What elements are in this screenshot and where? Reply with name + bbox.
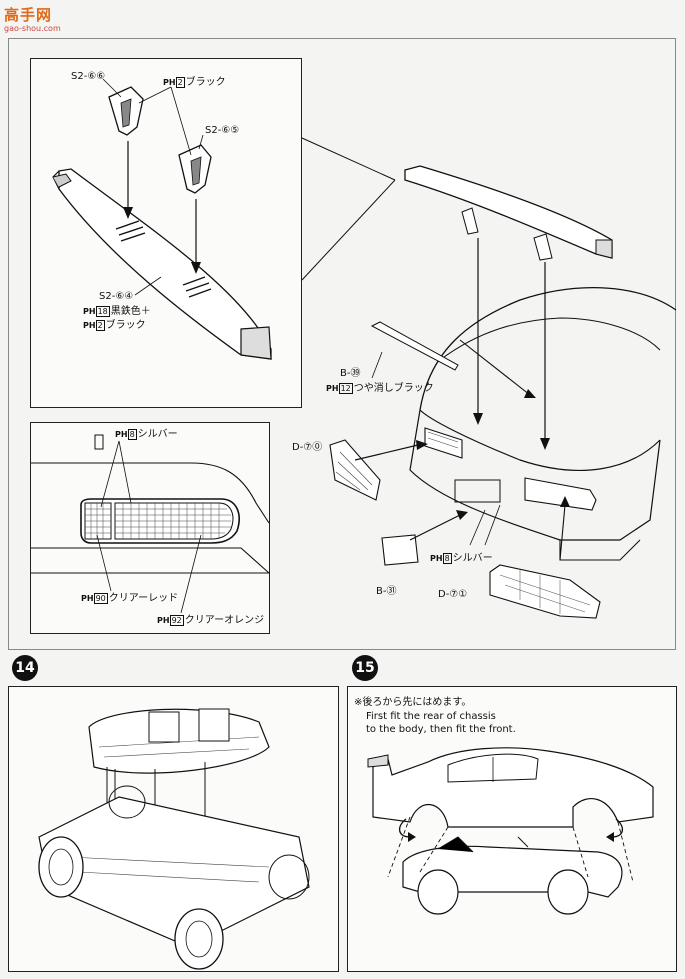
step-14-number: 14 (12, 655, 38, 681)
step-15-note-jp: ※後ろから先にはめます。 (354, 697, 472, 708)
light-detail-drawing (31, 434, 270, 614)
step-14-drawing (38, 708, 310, 970)
watermark-site: gao-shou.com (4, 24, 61, 33)
upper-section-frame (8, 38, 676, 650)
part-label-s2-64: S2-⑥④ (99, 291, 134, 302)
part-label-s2-66: S2-⑥⑥ (71, 71, 106, 82)
part-label-d-71: D-⑦① (438, 589, 468, 600)
wing-detail-drawing (52, 78, 272, 360)
step-14-panel (8, 686, 339, 972)
step-15-note-en-1: First fit the rear of chassis (366, 711, 496, 722)
step-15-number: 15 (352, 655, 378, 681)
part-label-b-39: B-㊴ (340, 368, 361, 379)
part-label-b-31: B-㉛ (376, 586, 397, 597)
step-15-note-en-2: to the body, then fit the front. (366, 724, 516, 735)
step-15-panel: ※後ろから先にはめます。 First fit the rear of chass… (347, 686, 677, 972)
step-15-drawing (367, 747, 654, 915)
watermark-brand: 高手网 (4, 6, 53, 24)
part-label-d-70: D-⑦⓪ (292, 442, 323, 453)
part-label-s2-65: S2-⑥⑤ (205, 125, 240, 136)
